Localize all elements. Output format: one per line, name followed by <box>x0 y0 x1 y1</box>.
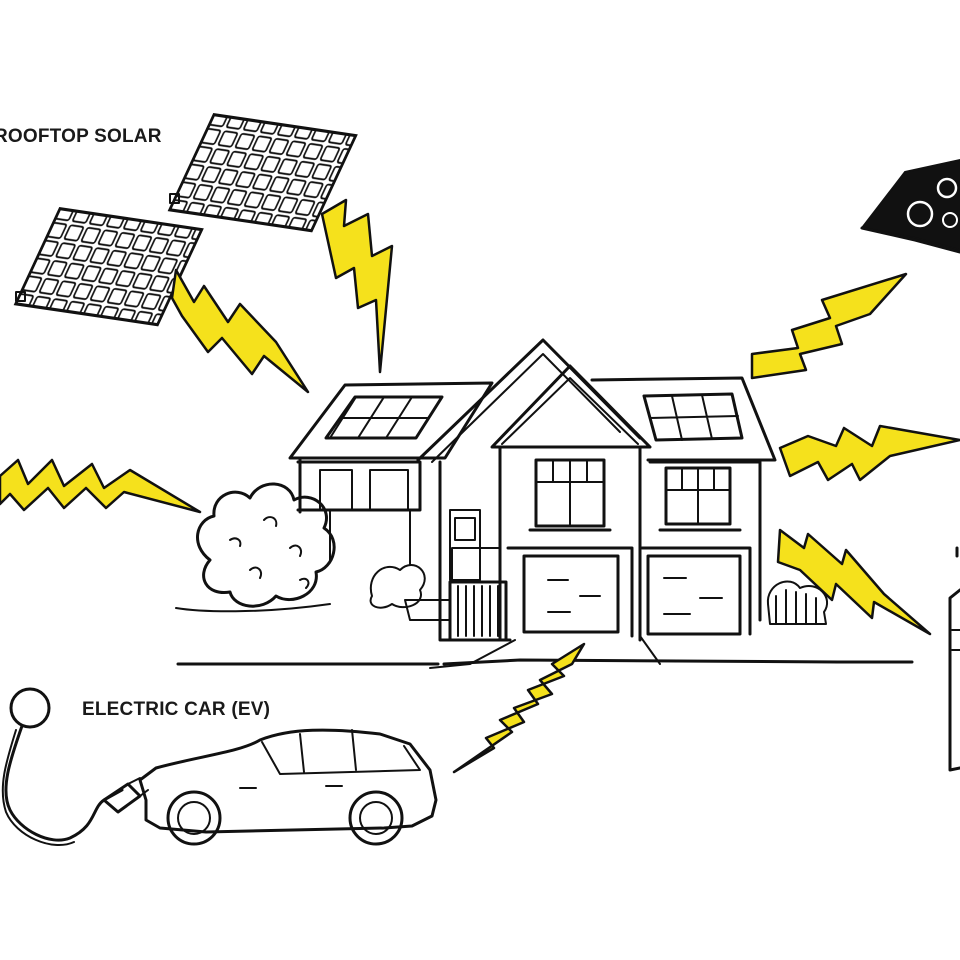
home-battery-icon <box>948 546 960 772</box>
lightning-bolt-icon <box>776 528 932 636</box>
lightning-bolt-icon <box>0 458 202 514</box>
solar-panel-icon <box>13 207 204 327</box>
shrub-icon <box>175 482 828 625</box>
lightning-bolt-icon <box>452 642 586 774</box>
electric-car-label: ELECTRIC CAR (EV) <box>82 699 271 720</box>
ev-charger-plug-icon <box>1 687 149 847</box>
ground-line <box>176 658 914 669</box>
house-icon <box>288 338 777 665</box>
lightning-bolt-icon <box>320 198 394 374</box>
lightning-bolt-icon <box>750 272 908 380</box>
electric-car-icon <box>138 728 438 846</box>
solar-panel-icon <box>167 113 358 233</box>
lightning-bolt-icon <box>170 268 310 394</box>
rooftop-solar-label: ROOFTOP SOLAR <box>0 126 162 147</box>
lightning-bolt-icon <box>778 424 960 482</box>
induction-cooktop-icon <box>860 158 960 254</box>
